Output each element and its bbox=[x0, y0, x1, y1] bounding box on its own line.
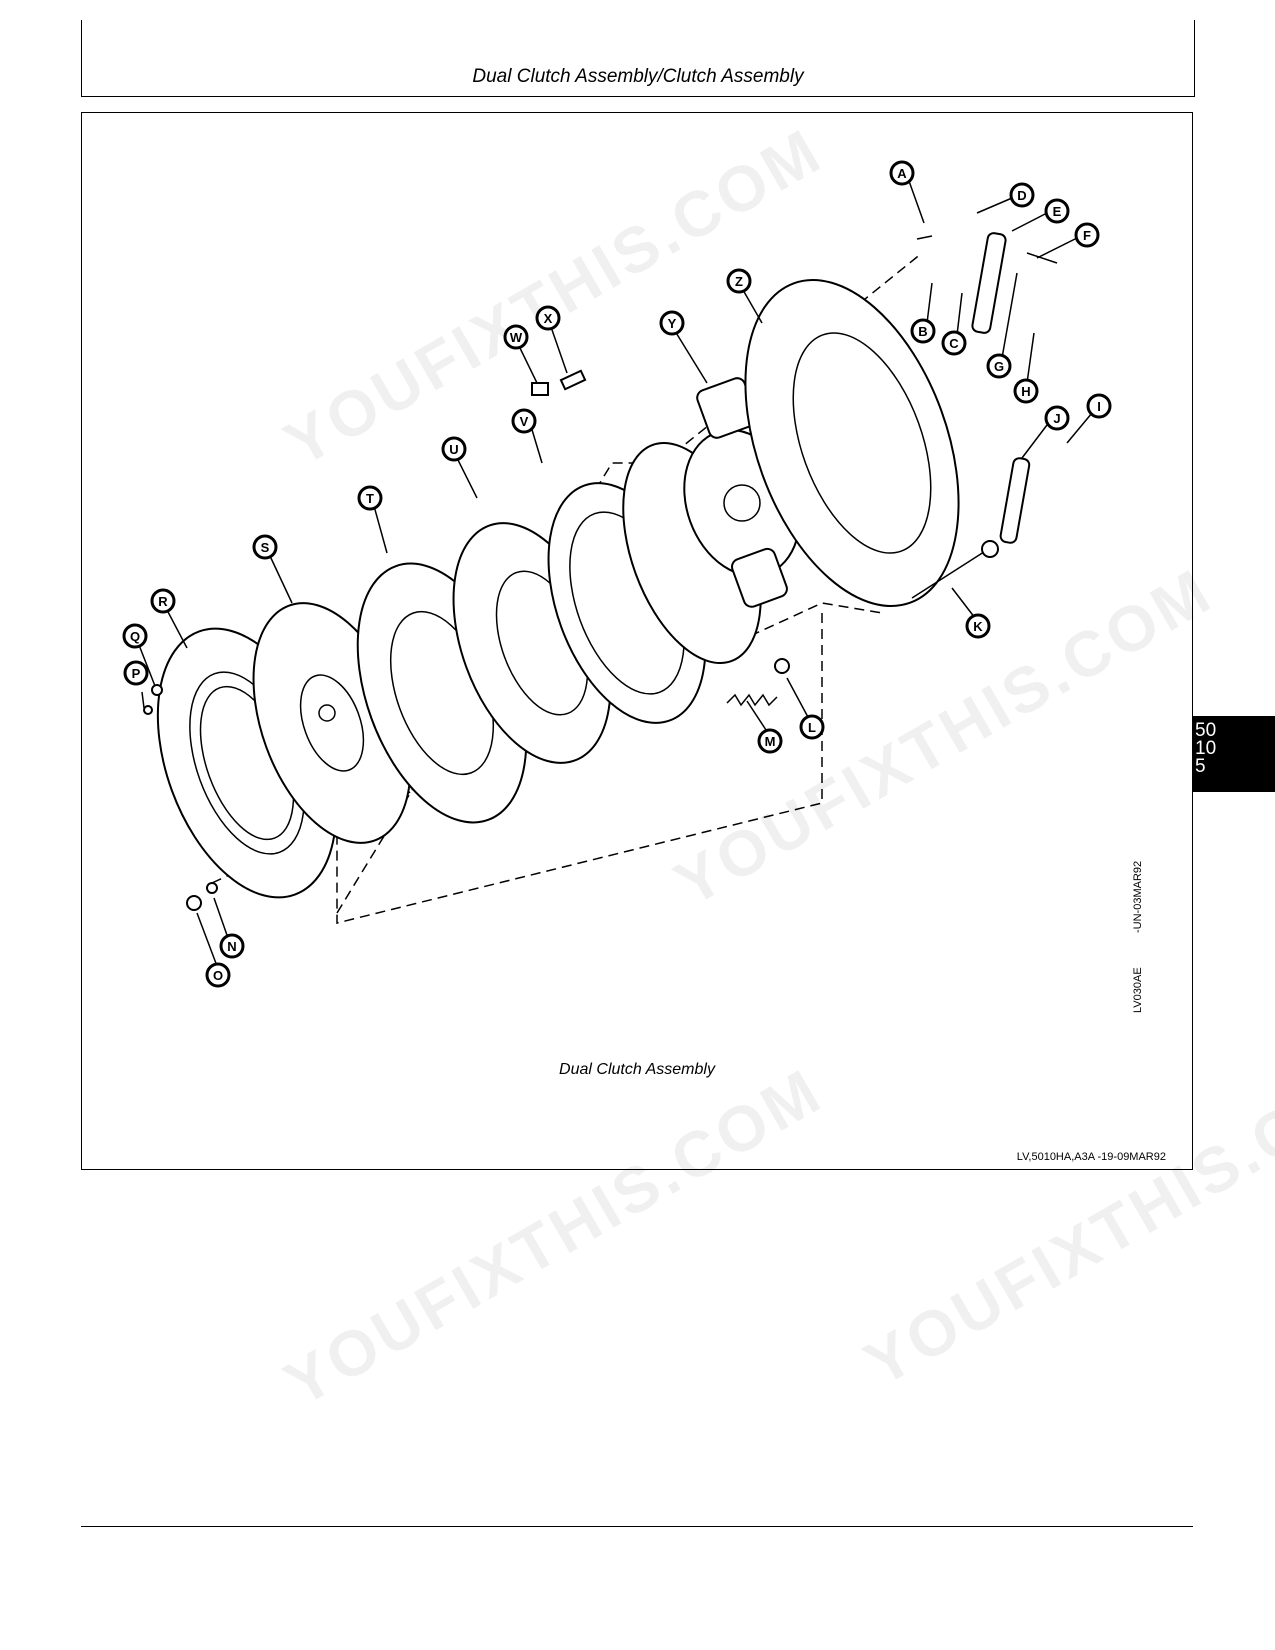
spring-m bbox=[726, 693, 778, 707]
svg-text:U: U bbox=[449, 442, 458, 457]
svg-text:C: C bbox=[949, 336, 959, 351]
svg-text:F: F bbox=[1083, 228, 1091, 243]
friction-pad bbox=[731, 547, 788, 608]
callout-l: L bbox=[799, 714, 825, 740]
figure-caption: Dual Clutch Assembly bbox=[559, 1061, 715, 1078]
alignment-line bbox=[336, 613, 823, 924]
callout-k: K bbox=[965, 613, 991, 639]
section-tab: 50 10 5 bbox=[1193, 716, 1275, 792]
callout-h: H bbox=[1013, 378, 1039, 404]
bolt-k bbox=[911, 549, 988, 599]
svg-text:L: L bbox=[808, 720, 816, 735]
alignment-line bbox=[211, 602, 883, 884]
callout-p: P bbox=[123, 660, 149, 686]
washer-n bbox=[206, 882, 218, 894]
callout-t: T bbox=[357, 485, 383, 511]
leader-lines bbox=[138, 180, 1093, 967]
exploded-clutch-diagram: A B C D E F G H I J K L M N O P Q R S T … bbox=[122, 160, 1112, 988]
callout-n: N bbox=[219, 933, 245, 959]
callout-f: F bbox=[1074, 222, 1100, 248]
callout-r: R bbox=[150, 588, 176, 614]
nut-o bbox=[186, 895, 202, 911]
figure-side-code: LV030AE bbox=[1132, 967, 1144, 1013]
callout-q: Q bbox=[122, 623, 148, 649]
svg-text:Y: Y bbox=[668, 316, 677, 331]
callout-o: O bbox=[205, 962, 231, 988]
svg-text:R: R bbox=[158, 594, 168, 609]
callout-y: Y bbox=[659, 310, 685, 336]
svg-text:W: W bbox=[510, 330, 523, 345]
svg-text:N: N bbox=[227, 939, 236, 954]
lever-e bbox=[971, 232, 1007, 334]
svg-text:V: V bbox=[520, 414, 529, 429]
callout-g: G bbox=[986, 353, 1012, 379]
lever-j bbox=[999, 457, 1031, 544]
callout-u: U bbox=[441, 436, 467, 462]
section-tab-line: 50 bbox=[1195, 720, 1217, 741]
callout-x: X bbox=[535, 305, 561, 331]
callout-i: I bbox=[1086, 393, 1112, 419]
nut-w bbox=[531, 382, 549, 396]
figure-reference-code: LV,5010HA,A3A -19-09MAR92 bbox=[1016, 1151, 1166, 1163]
svg-text:Z: Z bbox=[735, 274, 743, 289]
callout-j: J bbox=[1044, 405, 1070, 431]
svg-text:H: H bbox=[1021, 384, 1030, 399]
svg-text:M: M bbox=[765, 734, 776, 749]
page-header: Dual Clutch Assembly/Clutch Assembly bbox=[81, 20, 1195, 97]
callout-z: Z bbox=[726, 268, 752, 294]
svg-text:P: P bbox=[132, 666, 141, 681]
svg-text:E: E bbox=[1053, 204, 1062, 219]
svg-text:I: I bbox=[1097, 399, 1101, 414]
callout-s: S bbox=[252, 534, 278, 560]
svg-text:D: D bbox=[1017, 188, 1026, 203]
svg-text:O: O bbox=[213, 968, 223, 983]
callout-m: M bbox=[757, 728, 783, 754]
figure-frame: A B C D E F G H I J K L M N O P Q R S T … bbox=[81, 112, 1193, 1170]
callout-d: D bbox=[1009, 182, 1035, 208]
footer-rule bbox=[81, 1526, 1193, 1527]
svg-text:K: K bbox=[973, 619, 983, 634]
callout-e: E bbox=[1044, 198, 1070, 224]
section-tab-line: 5 bbox=[1195, 756, 1206, 777]
callout-v: V bbox=[511, 408, 537, 434]
svg-text:X: X bbox=[544, 311, 553, 326]
callout-w: W bbox=[503, 324, 529, 350]
svg-text:J: J bbox=[1053, 411, 1060, 426]
callout-c: C bbox=[941, 330, 967, 356]
svg-text:S: S bbox=[261, 540, 270, 555]
svg-text:B: B bbox=[918, 324, 927, 339]
page-title: Dual Clutch Assembly/Clutch Assembly bbox=[472, 66, 804, 87]
part-q bbox=[151, 684, 163, 696]
screw-x bbox=[559, 369, 587, 391]
pin-p bbox=[143, 705, 153, 715]
callout-a: A bbox=[889, 160, 915, 186]
svg-text:T: T bbox=[366, 491, 374, 506]
svg-text:G: G bbox=[994, 359, 1004, 374]
callout-b: B bbox=[910, 318, 936, 344]
svg-text:Q: Q bbox=[130, 629, 140, 644]
figure-side-code: -UN-03MAR92 bbox=[1132, 860, 1144, 933]
nut-l bbox=[774, 658, 790, 674]
svg-text:A: A bbox=[897, 166, 907, 181]
section-tab-line: 10 bbox=[1195, 738, 1217, 759]
